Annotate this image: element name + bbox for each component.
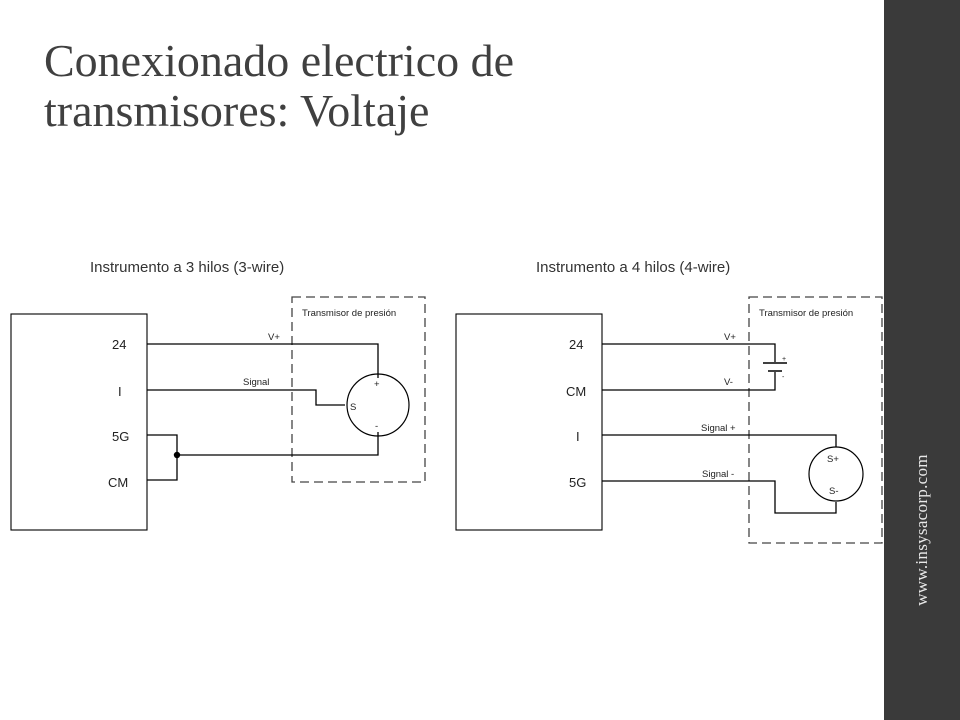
title-line-2: transmisores: Voltaje: [44, 85, 430, 136]
title-line-1: Conexionado electrico de: [44, 35, 515, 86]
transmitter-enclosure-4-wire: [748, 296, 883, 544]
sidebar-band: [884, 0, 960, 720]
wire-label-vplus: V+: [268, 332, 280, 343]
wire-vplus-4-wire: [602, 343, 776, 362]
transmitter-enclosure-3-wire: [291, 296, 426, 483]
terminal-24: 24: [112, 337, 126, 352]
sensor-sminus-label: S-: [829, 486, 839, 497]
terminal-5g: 5G: [112, 429, 129, 444]
website-label: www.insysacorp.com: [912, 454, 931, 606]
transmitter-label-4-wire: Transmisor de presión: [759, 308, 853, 319]
sensor-plus-label: +: [374, 379, 380, 390]
wire-signal-minus: [602, 480, 837, 514]
heading-3-wire: Instrumento a 3 hilos (3-wire): [90, 259, 284, 276]
wire-common-3-wire: [177, 432, 379, 456]
wiring-diagrams: Instrumento a 3 hilos (3-wire) 24 I 5G C…: [10, 259, 883, 544]
instrument-box-4-wire: [455, 313, 603, 531]
wire-vplus-3-wire: [147, 343, 379, 378]
wire-label-vminus: V-: [724, 377, 733, 388]
wire-signal-plus: [602, 434, 837, 447]
instrument-box-3-wire: [10, 313, 148, 531]
page-title: Conexionado electrico de transmisores: V…: [44, 36, 864, 136]
diagram-3-wire: Instrumento a 3 hilos (3-wire) 24 I 5G C…: [10, 259, 426, 531]
sensor-minus-label: -: [375, 421, 378, 432]
transmitter-label-3-wire: Transmisor de presión: [302, 308, 396, 319]
terminal-5g-4w: 5G: [569, 475, 586, 490]
supply-minus-label: -: [782, 374, 785, 381]
wire-5g-cm-jumper: [147, 434, 178, 481]
sensor-s-label: S: [350, 402, 356, 413]
diagram-4-wire: Instrumento a 4 hilos (4-wire) 24 CM I 5…: [455, 259, 883, 544]
wire-label-signal-plus: Signal +: [701, 423, 736, 434]
heading-4-wire: Instrumento a 4 hilos (4-wire): [536, 259, 730, 276]
terminal-24-4w: 24: [569, 337, 583, 352]
supply-plus-label: +: [782, 356, 786, 363]
junction-dot: [173, 451, 181, 459]
wire-label-signal: Signal: [243, 377, 269, 388]
sensor-splus-label: S+: [827, 454, 839, 465]
wire-vminus-4-wire: [602, 372, 776, 391]
wire-signal-3-wire: [147, 389, 345, 406]
sensor-circle-3-wire: [346, 373, 410, 437]
terminal-cm: CM: [108, 475, 128, 490]
sensor-circle-4-wire: [808, 446, 864, 502]
terminal-cm-4w: CM: [566, 384, 586, 399]
terminal-i-4w: I: [576, 429, 580, 444]
wire-label-vplus-4w: V+: [724, 332, 736, 343]
wire-label-signal-minus: Signal -: [702, 469, 734, 480]
terminal-i: I: [118, 384, 122, 399]
